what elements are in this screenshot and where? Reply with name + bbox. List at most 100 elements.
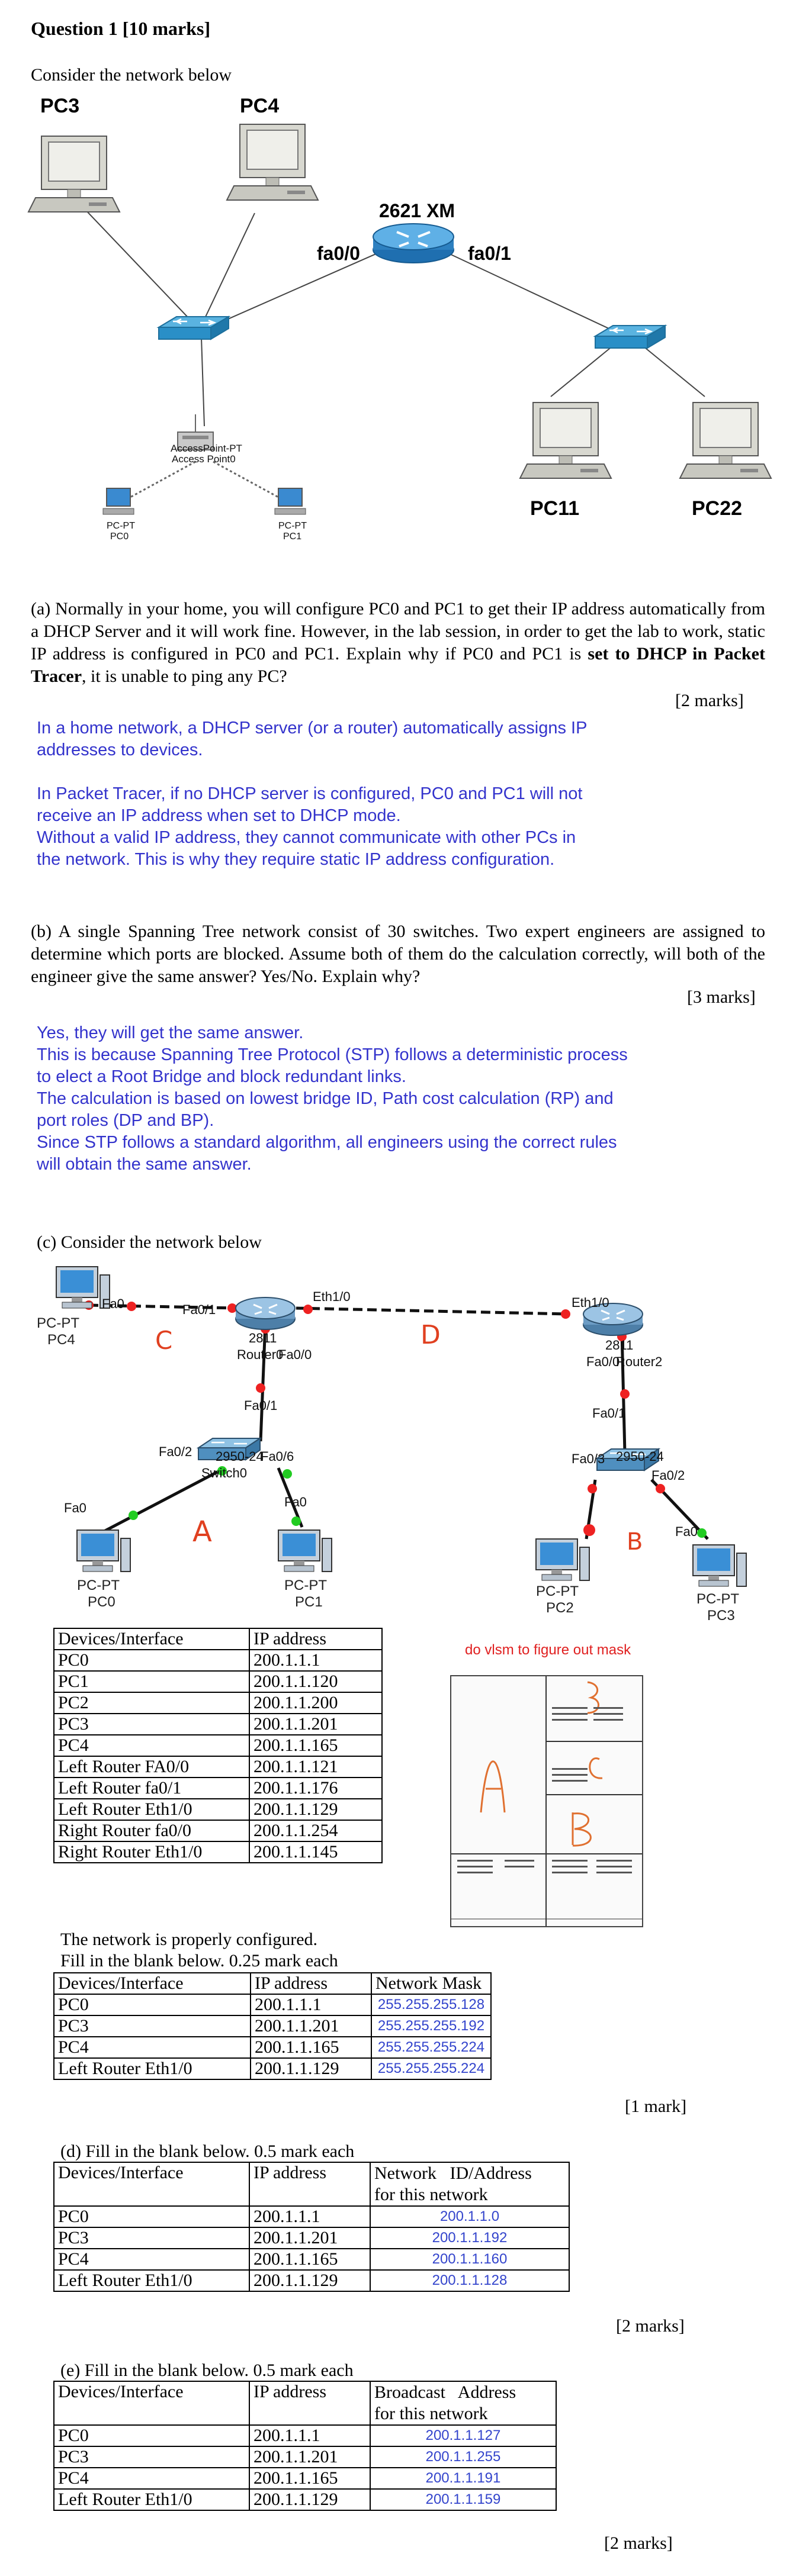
answer-cell: 200.1.1.255 [370,2446,557,2468]
part-c-marks: [1 mark] [625,2097,687,2116]
label-left-router-name: Router0 [237,1347,284,1362]
table-header: IP address [250,1972,372,1995]
switch-icon [158,315,230,340]
label-right-router-name: Router2 [616,1354,663,1369]
table-cell: PC4 [53,2467,250,2490]
label-pc3-fa0: Fa0 [675,1524,698,1539]
table-cell: PC3 [53,2227,250,2249]
label-left-eth10: Eth1/0 [313,1289,351,1304]
table-header-line: for this network [374,2404,488,2423]
broadcast-table: Devices/Interface IP address Broadcast A… [53,2381,557,2511]
label-sw1-left: Fa0/3 [572,1451,605,1466]
table-cell: 200.1.1.129 [249,1798,383,1821]
label-sw0-left: Fa0/2 [159,1444,192,1459]
switch-icon [594,324,666,349]
table-cell: Left Router Eth1/0 [53,2488,250,2511]
table-cell: 200.1.1.254 [249,1820,383,1842]
table-header: Devices/Interface [53,2381,250,2426]
part-a-text-2: , it is unable to ping any PC? [82,666,287,686]
label-left-fa01: Fa0/1 [182,1302,216,1317]
pc-icon [28,136,120,212]
table-cell: 200.1.1.129 [249,2488,371,2511]
answer-cell: 200.1.1.160 [370,2248,570,2271]
table-cell: 200.1.1.1 [250,1994,372,2016]
table-cell: Right Router fa0/0 [53,1820,250,1842]
network-id-table: Devices/Interface IP address Network ID/… [53,2162,570,2292]
table-cell: 200.1.1.200 [249,1692,383,1714]
table-cell: PC3 [53,2446,250,2468]
part-b-answer: Yes, they will get the same answer. This… [37,1022,759,1176]
scribble-image [451,1676,642,1926]
answer-cell: 200.1.1.159 [370,2488,557,2511]
table-cell: 200.1.1.121 [249,1756,383,1778]
label-pc0: PC0 [110,532,129,542]
answer-line: will obtain the same answer. [37,1155,252,1174]
part-d-marks: [2 marks] [616,2316,685,2336]
table-header-line: Broadcast Address [374,2382,516,2402]
label-pc11: PC11 [530,497,580,520]
answer-line: In Packet Tracer, if no DHCP server is c… [37,784,583,803]
table-header-line: for this network [374,2185,488,2204]
pc-icon [76,1530,131,1572]
label-ap: AccessPoint-PT [171,443,242,454]
part-c-text1: The network is properly configured. [60,1930,318,1949]
table-header: Broadcast Address for this network [370,2381,557,2426]
answer-cell: 255.255.255.224 [371,2036,492,2059]
table-cell: 200.1.1.176 [249,1777,383,1799]
table-cell: Right Router Eth1/0 [53,1841,250,1863]
label-sw1-up: Fa0/1 [592,1406,626,1421]
question-intro: Consider the network below [31,65,232,85]
label-pc1-type: PC-PT [284,1577,327,1593]
table-header: Devices/Interface [53,2162,250,2207]
label-right-router-model: 2811 [605,1338,634,1353]
question-title: Question 1 [10 marks] [31,18,211,39]
table-cell: 200.1.1.165 [249,2467,371,2490]
table-cell: 200.1.1.201 [249,2446,371,2468]
label-pc1: PC1 [283,532,302,542]
pc-icon [535,1538,590,1581]
answer-line: Without a valid IP address, they cannot … [37,828,576,847]
label-left-fa00: Fa0/0 [278,1347,312,1362]
table-cell: 200.1.1.1 [249,2424,371,2447]
label-pc1-fa0: Fa0 [284,1495,307,1509]
table-cell: PC4 [53,2036,251,2059]
table-header-line: Network ID/Address [374,2163,532,2183]
table-cell: PC3 [53,1713,250,1735]
table-header: Devices/Interface [53,1628,250,1650]
network-diagram-1: PC3 PC4 2621 XM fa0/0 fa0/1 PC11 PC22 Ac… [0,89,796,574]
hand-label-d: D [421,1320,441,1350]
answer-line: to elect a Root Bridge and block redunda… [37,1067,406,1086]
table-cell: Left Router Eth1/0 [53,2057,251,2080]
label-router: 2621 XM [379,200,455,221]
part-c-intro: (c) Consider the network below [37,1232,262,1252]
hand-label-a: A [192,1515,212,1548]
answer-line: Since STP follows a standard algorithm, … [37,1133,617,1152]
router-icon [373,223,454,263]
label-pc0-type: PC-PT [77,1577,120,1593]
label-fa01: fa0/1 [468,243,511,264]
table-header-row: Devices/Interface IP address Broadcast A… [53,2381,557,2426]
table-cell: 200.1.1.145 [249,1841,383,1863]
label-right-fa00: Fa0/0 [586,1354,620,1369]
table-cell: 200.1.1.201 [249,2227,371,2249]
table-cell: PC0 [53,2424,250,2447]
label-fa00: fa0/0 [317,243,360,264]
label-pc3: PC3 [707,1608,735,1624]
label-sw0-name: Switch0 [201,1466,248,1480]
table-cell: PC1 [53,1670,250,1693]
answer-line: The calculation is based on lowest bridg… [37,1089,614,1108]
table-cell: PC4 [53,2248,250,2271]
label-sw0-right: Fa0/6 [261,1449,294,1464]
network-diagram-2: PC-PT PC4 Fa0 Fa0/1 Eth1/0 2811 Router0 … [0,1261,796,1624]
table-cell: 200.1.1.201 [249,1713,383,1735]
table-header: Network ID/Address for this network [370,2162,570,2207]
label-pc1: PC1 [295,1594,323,1610]
